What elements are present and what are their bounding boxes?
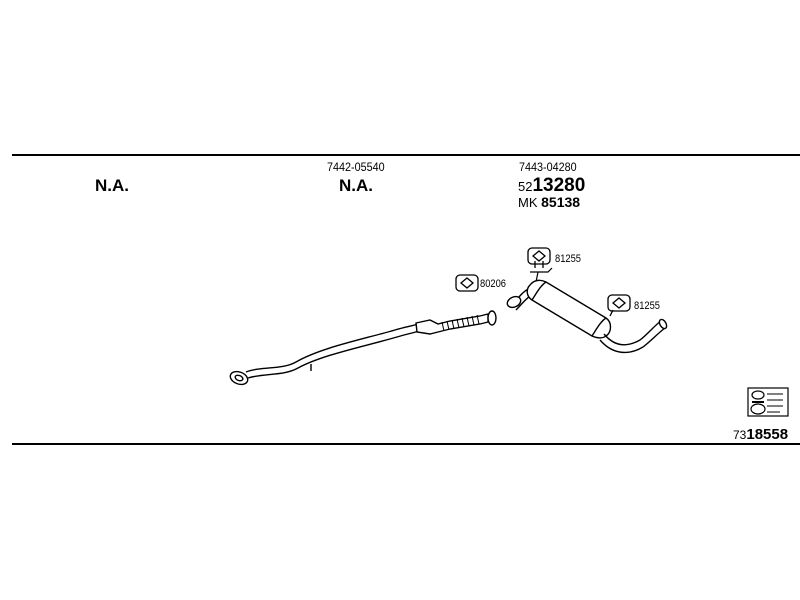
right-code-prefix: 52 <box>518 179 533 194</box>
top-rule <box>12 154 800 156</box>
mid-na-label: N.A. <box>339 176 373 195</box>
right-code: 5213280 <box>518 176 585 195</box>
right-part-number: 7443-04280 <box>519 160 577 174</box>
front-pipe <box>245 323 420 379</box>
gasket-icon-top <box>527 247 551 268</box>
reference-main: 18558 <box>746 426 789 443</box>
reference-number: 7318558 <box>733 427 788 442</box>
mk-prefix: MK <box>518 195 538 210</box>
right-code-main: 13280 <box>532 175 586 196</box>
gasket-left-code: 80206 <box>480 278 507 290</box>
gasket-right-code: 81255 <box>634 300 661 312</box>
bottom-rule <box>12 443 800 445</box>
inlet-flange <box>506 295 522 309</box>
front-pipe-assembly <box>229 310 497 386</box>
reference-prefix: 73 <box>733 428 747 442</box>
right-mk-line: MK 85138 <box>518 195 580 209</box>
gasket-top-code: 81255 <box>555 253 582 265</box>
mk-number: 85138 <box>541 194 581 210</box>
mid-part-number: 7442-05540 <box>327 160 385 174</box>
rear-muffler-assembly <box>506 267 668 354</box>
gasket-icon-right <box>607 294 631 317</box>
catalogue-icon <box>747 387 789 417</box>
front-flange <box>229 370 249 386</box>
flex-section <box>441 314 480 332</box>
left-na-label: N.A. <box>95 176 129 195</box>
mid-flange <box>487 310 497 326</box>
tail-pipe <box>599 319 666 354</box>
gasket-icon-left <box>455 274 479 292</box>
